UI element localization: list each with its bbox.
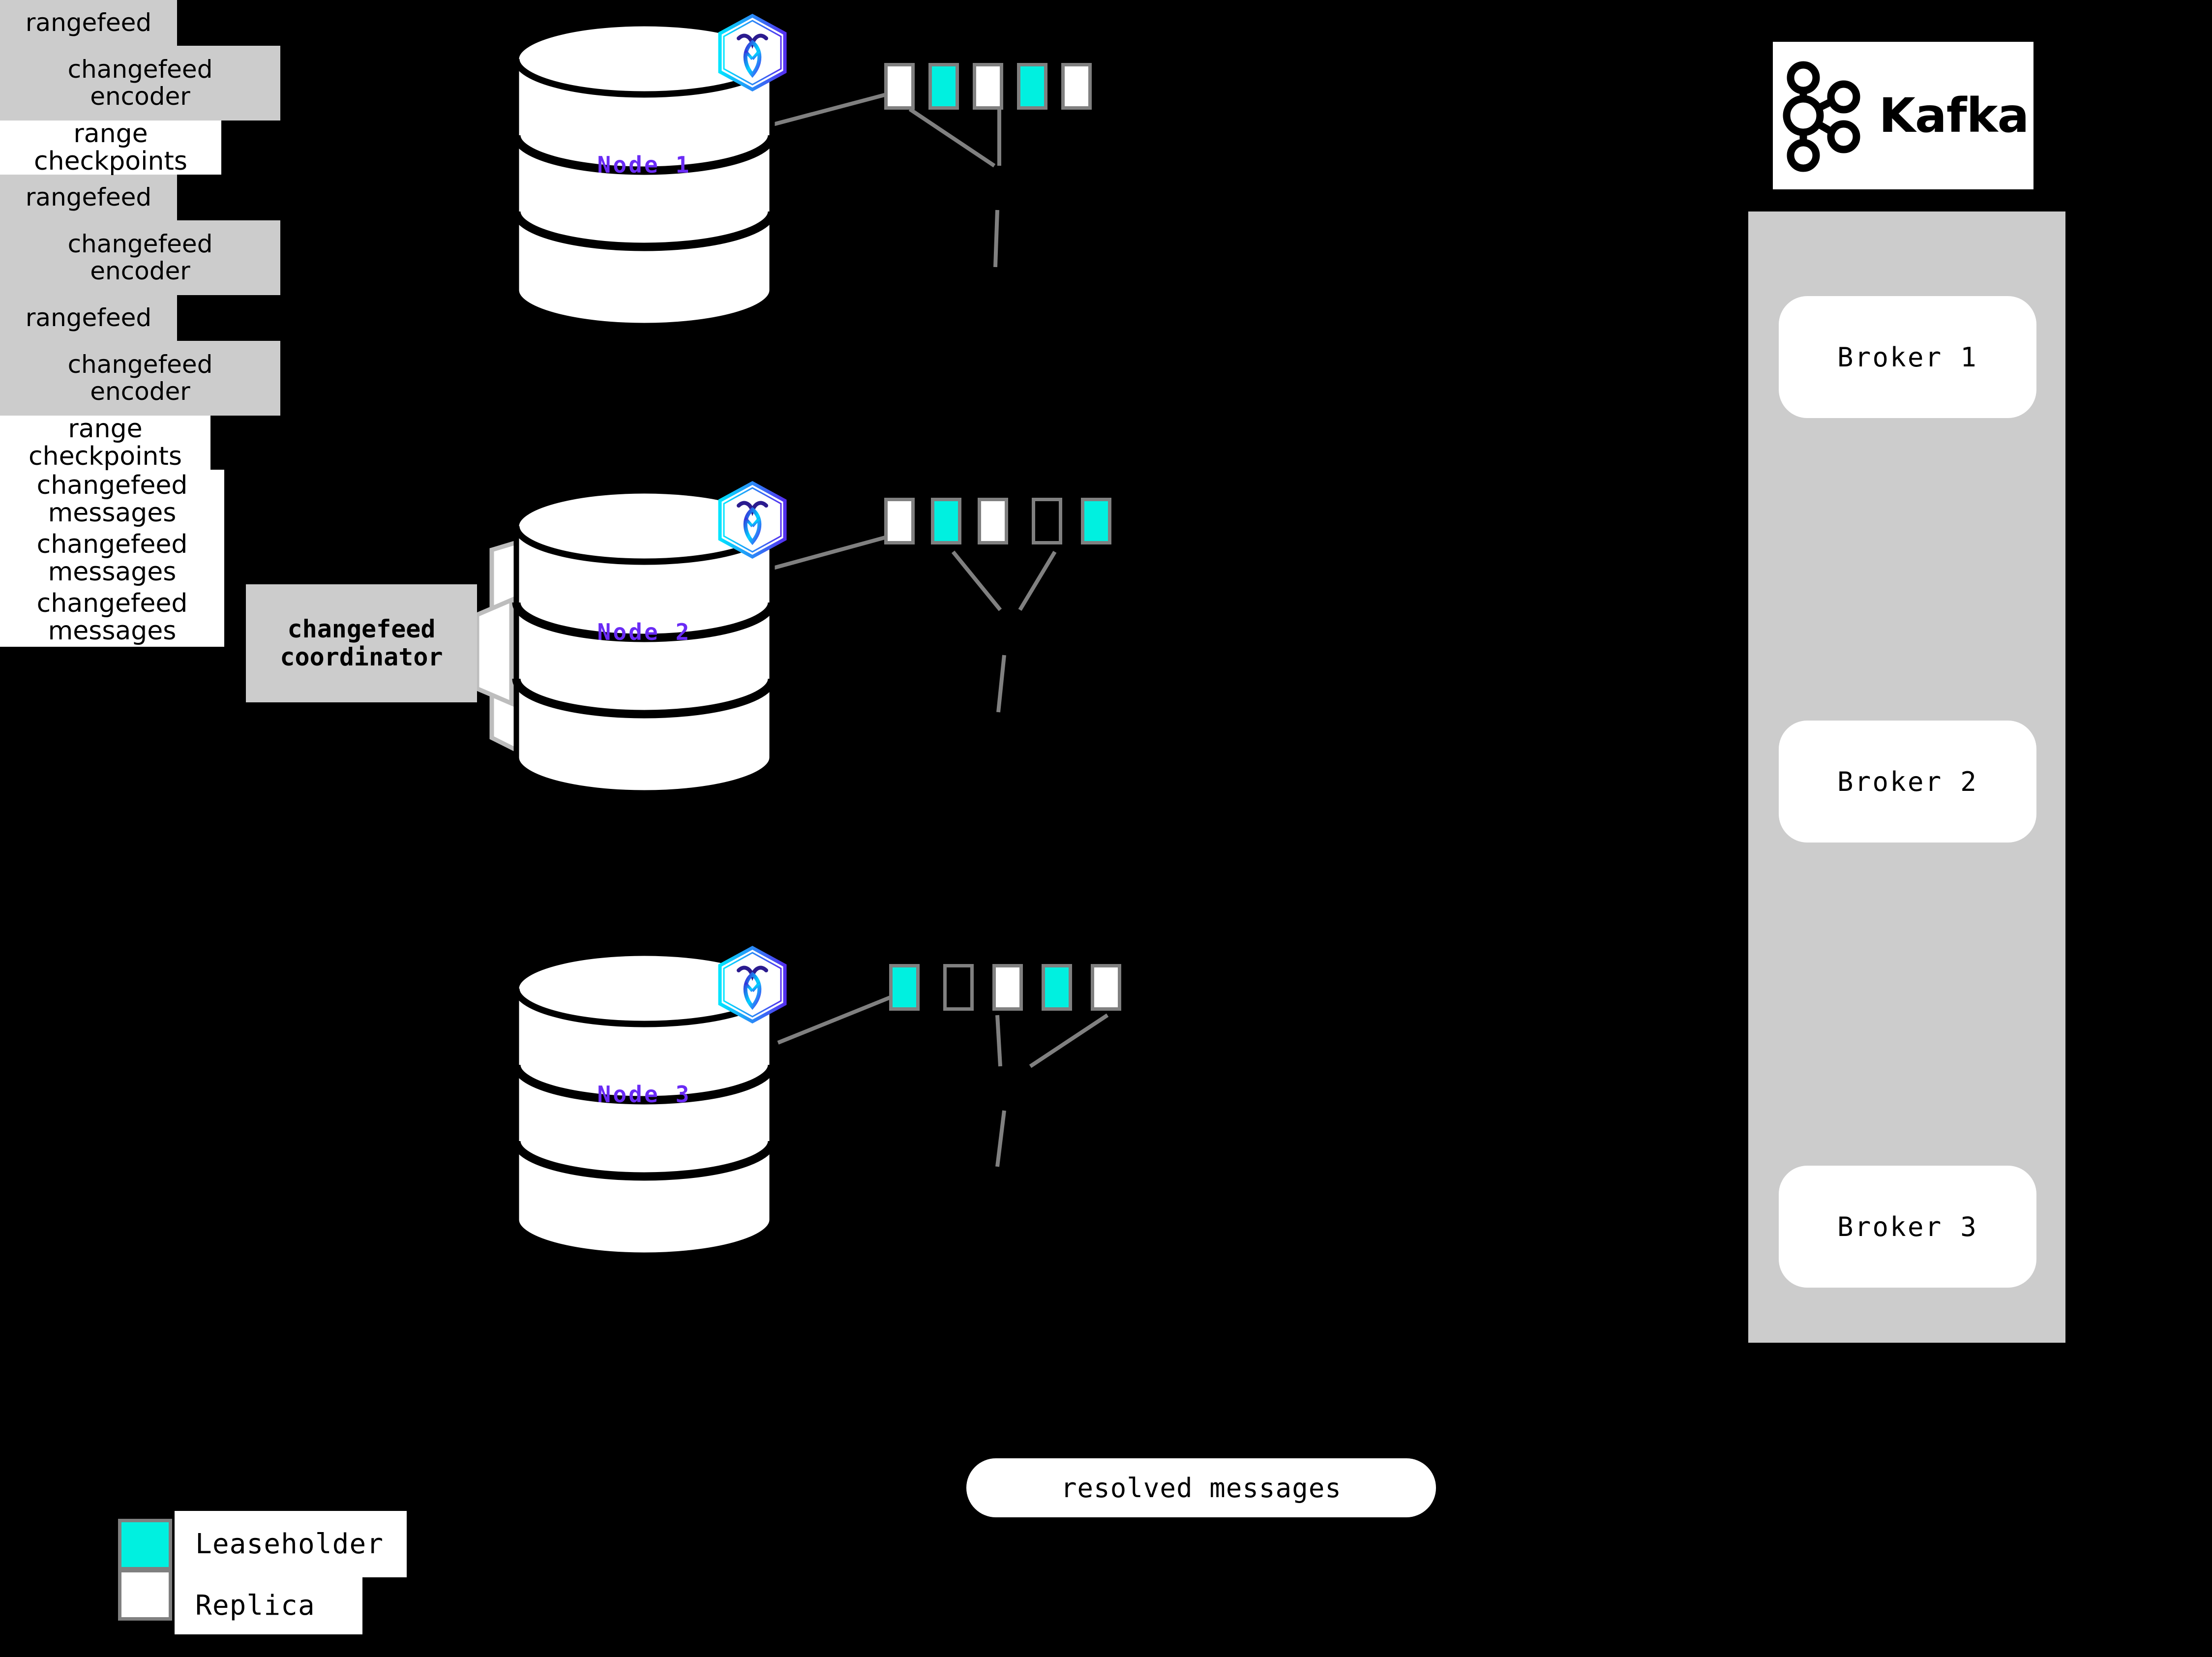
changefeed-messages-label-3: changefeed messages — [0, 588, 224, 647]
broker-box-3[interactable]: Broker 3 — [1779, 1166, 2036, 1288]
kafka-mark-icon — [1783, 61, 1860, 172]
range-box — [889, 964, 920, 1011]
kafka-arrowhead — [2064, 331, 2081, 350]
legend-swatch-replica — [118, 1569, 172, 1621]
legend-label-replica: Replica — [175, 1576, 362, 1634]
rangefeed-label: rangefeed — [25, 8, 152, 37]
resolved-messages-pill: resolved messages — [966, 1458, 1436, 1517]
changefeed-encoder-box-3: changefeed encoder — [0, 341, 280, 416]
changefeed-coordinator-box: changefeed coordinator — [246, 584, 477, 702]
range-box — [884, 63, 915, 110]
changefeed-messages-label-2: changefeed messages — [0, 529, 224, 588]
cockroachdb-logo-icon-3 — [713, 942, 792, 1030]
changefeed-messages-label-1: changefeed messages — [0, 470, 224, 529]
legend-label-leaseholder: Leaseholder — [175, 1511, 407, 1577]
cockroachdb-logo-icon-2 — [713, 477, 792, 566]
range-box — [1081, 498, 1111, 544]
rangefeed-label: rangefeed — [25, 303, 152, 332]
range-box — [928, 63, 959, 110]
legend-swatch-leaseholder — [118, 1519, 172, 1570]
node-label-2: Node 2 — [597, 619, 691, 645]
range-checkpoints-label-3: range checkpoints — [0, 415, 210, 470]
rangefeed-box-3: rangefeed — [0, 295, 177, 341]
rangefeed-label: rangefeed — [25, 183, 152, 211]
range-box — [1042, 964, 1072, 1011]
kafka-logo: Kafka — [1773, 42, 2033, 189]
rangefeed-box-1: rangefeed — [0, 0, 177, 46]
range-box — [931, 498, 961, 544]
range-box — [992, 964, 1023, 1011]
range-box — [978, 498, 1008, 544]
changefeed-encoder-box-1: changefeed encoder — [0, 46, 280, 121]
broker-box-1[interactable]: Broker 1 — [1779, 296, 2036, 418]
kafka-wordmark: Kafka — [1879, 88, 2030, 143]
node-label-3: Node 3 — [597, 1081, 691, 1108]
range-box — [884, 498, 915, 544]
range-box — [1017, 63, 1047, 110]
range-checkpoints-label-1: range checkpoints — [0, 120, 221, 175]
node-cylinder-2: Node 2 — [511, 487, 777, 797]
range-box — [1091, 964, 1121, 1011]
node-cylinder-3: Node 3 — [511, 949, 777, 1259]
range-box — [1032, 498, 1062, 544]
rangefeed-box-2: rangefeed — [0, 175, 177, 220]
broker-box-2[interactable]: Broker 2 — [1779, 721, 2036, 843]
range-box — [943, 964, 974, 1011]
changefeed-encoder-box-2: changefeed encoder — [0, 220, 280, 295]
range-box — [1061, 63, 1092, 110]
kafka-broker-panel: Broker 1 Broker 2 Broker 3 — [1748, 211, 2065, 1343]
range-box — [973, 63, 1003, 110]
cockroachdb-logo-icon-1 — [713, 10, 792, 98]
node-label-1: Node 1 — [597, 151, 691, 178]
